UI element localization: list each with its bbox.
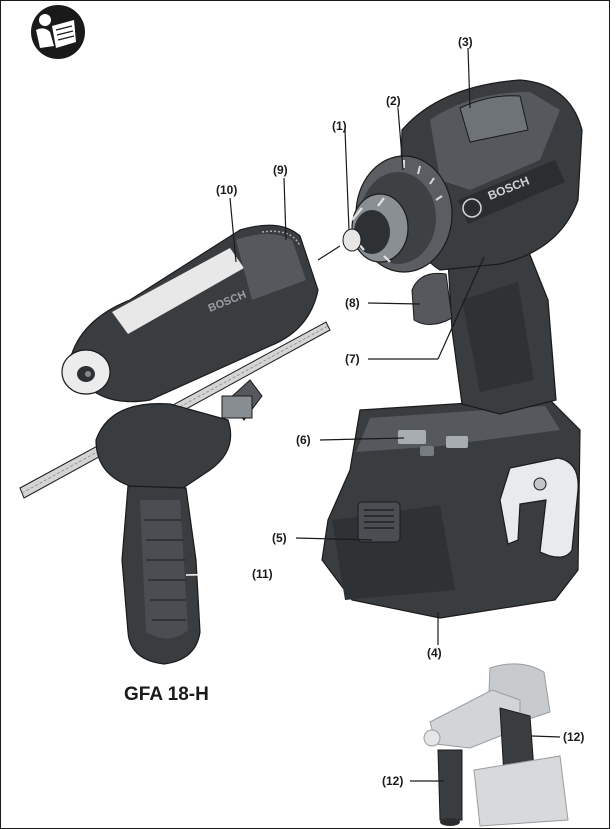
callout-4: (4) — [427, 646, 442, 660]
callout-9: (9) — [273, 163, 288, 177]
gear-selector — [459, 95, 529, 143]
callout-12-handle: (12) — [563, 730, 584, 744]
model-name: GFA 18-H — [124, 684, 209, 705]
callout-6: (6) — [296, 433, 311, 447]
callout-1: (1) — [332, 119, 347, 133]
hammer-attachment-assembly: BOSCH — [19, 224, 331, 665]
callout-3: (3) — [458, 35, 473, 49]
callout-7: (7) — [345, 352, 360, 366]
belt-clip — [499, 457, 579, 558]
on-off-trigger — [411, 272, 453, 325]
callout-2: (2) — [386, 94, 401, 108]
callout-12-aux: (12) — [382, 774, 403, 788]
drill-driver: BOSCH — [321, 79, 583, 619]
read-manual-icon — [31, 5, 85, 59]
chuck — [342, 193, 409, 263]
callout-8: (8) — [345, 296, 360, 310]
callout-11: (11) — [252, 567, 273, 581]
auxiliary-handle — [95, 379, 263, 665]
callout-10: (10) — [216, 183, 237, 197]
assembled-tool-illustration — [423, 663, 569, 827]
hammer-attachment: BOSCH — [61, 224, 319, 403]
callout-5: (5) — [272, 531, 287, 545]
charge-indicator — [398, 430, 468, 456]
battery-pack — [321, 397, 581, 619]
leader-lines — [185, 47, 561, 782]
battery-release-button — [357, 501, 401, 543]
